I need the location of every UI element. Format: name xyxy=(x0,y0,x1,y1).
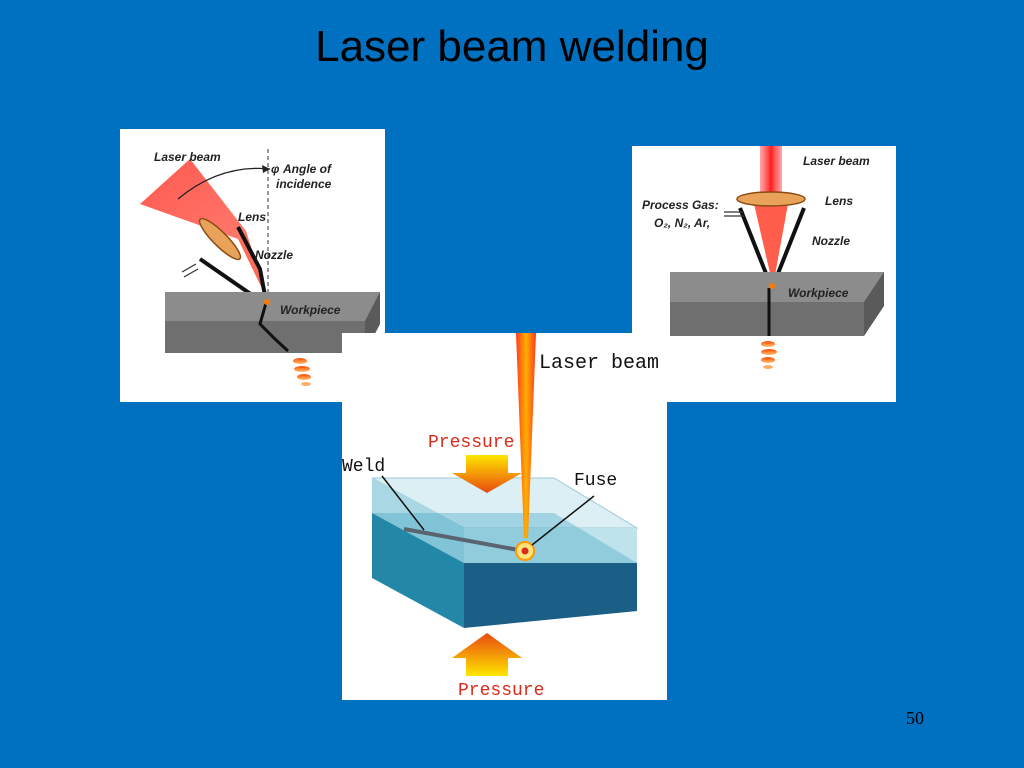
vertical-beam-diagram: Laser beam Lens Nozzle Workpiece Process… xyxy=(632,146,896,402)
label-pressure-bottom: Pressure xyxy=(458,681,544,700)
label-laser-beam: Laser beam xyxy=(539,352,659,375)
label-fuse: Fuse xyxy=(574,471,617,491)
angled-beam-diagram: Laser beam φ Angle of incidence Lens Noz… xyxy=(120,129,385,402)
label-gases: O₂, N₂, Ar, xyxy=(654,216,710,230)
workpiece-top xyxy=(165,292,380,321)
laser-beam xyxy=(140,159,246,239)
slide-number: 50 xyxy=(906,708,924,728)
label-laser-beam: Laser beam xyxy=(803,154,870,168)
sparks xyxy=(293,358,311,386)
label-angle-symbol: φ xyxy=(271,162,280,176)
lower-plate-left xyxy=(372,513,464,628)
lens xyxy=(736,191,806,207)
laser-beam xyxy=(760,146,782,194)
workpiece-top xyxy=(670,272,884,302)
pressure-weld-diagram: Laser beam Pressure Weld Fuse Pressure xyxy=(342,333,667,700)
label-process-gas: Process Gas: xyxy=(642,198,719,212)
label-workpiece: Workpiece xyxy=(280,303,341,317)
workpiece-front xyxy=(165,321,365,353)
workpiece-front xyxy=(670,302,864,336)
weld-line xyxy=(403,527,525,553)
laser-beam xyxy=(516,333,536,538)
upper-plate-front-right xyxy=(464,528,637,563)
label-weld: Weld xyxy=(342,457,385,477)
label-lens: Lens xyxy=(825,194,853,208)
pressure-arrow-top xyxy=(452,455,522,493)
pressure-arrow-bottom xyxy=(452,633,522,676)
label-lens: Lens xyxy=(238,210,266,224)
weld-seam xyxy=(258,302,290,353)
slide-title: Laser beam welding xyxy=(315,22,709,71)
lower-plate-right xyxy=(464,563,637,628)
sparks xyxy=(761,341,777,369)
label-angle-line2: incidence xyxy=(276,177,332,191)
label-workpiece: Workpiece xyxy=(788,286,849,300)
focused-beam xyxy=(238,231,268,301)
lens xyxy=(198,217,242,261)
angle-arc xyxy=(177,167,271,200)
label-laser-beam: Laser beam xyxy=(154,150,221,164)
nozzle-right xyxy=(236,226,268,302)
focused-beam xyxy=(754,204,788,286)
label-angle-line1: Angle of xyxy=(282,162,332,176)
label-pressure-top: Pressure xyxy=(428,433,514,453)
label-nozzle: Nozzle xyxy=(255,248,293,262)
upper-plate-front-left xyxy=(372,478,464,563)
label-nozzle: Nozzle xyxy=(812,234,850,248)
